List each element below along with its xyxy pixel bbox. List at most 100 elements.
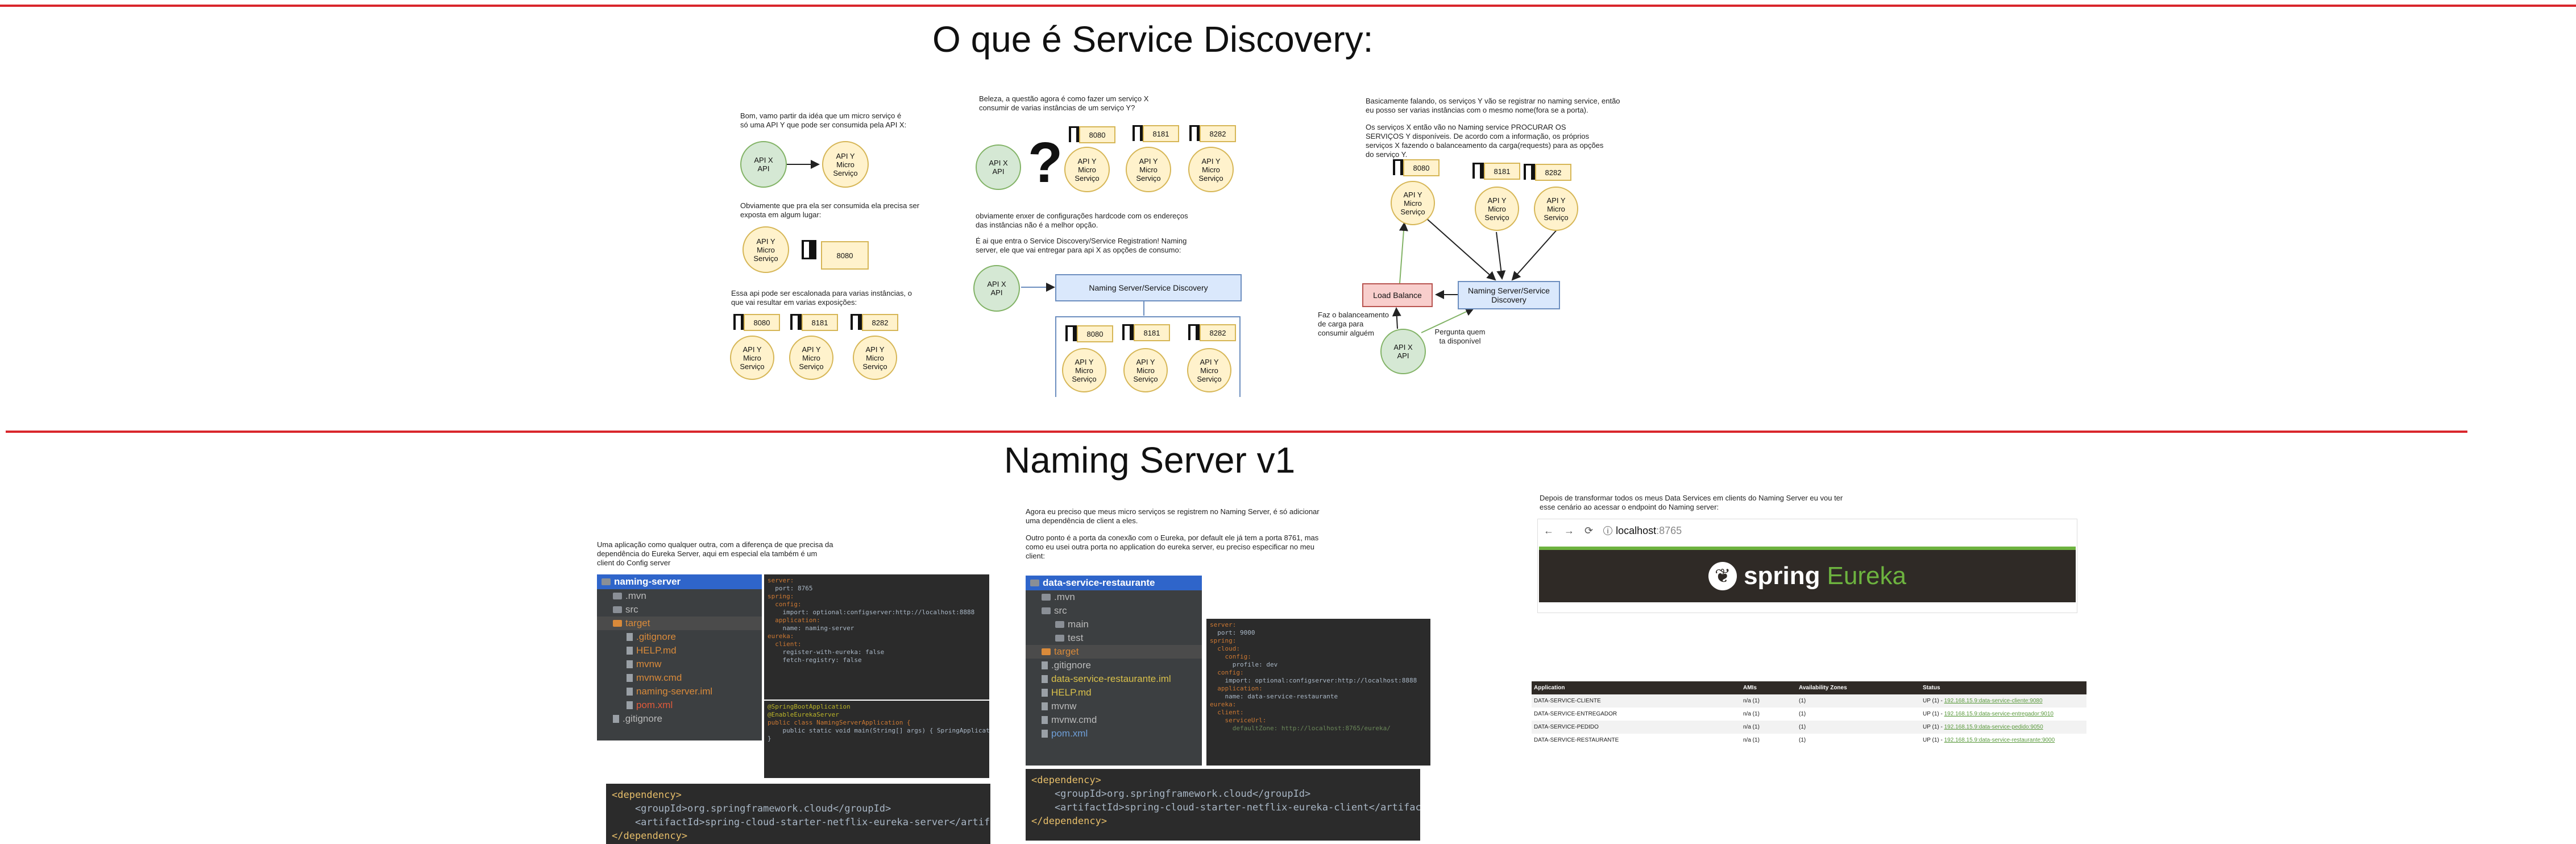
- forward-arrow-icon[interactable]: →: [1564, 524, 1574, 536]
- table-cell: UP (1) - 192.168.15.9:data-service-clien…: [1920, 694, 2086, 708]
- table-cell: UP (1) - 192.168.15.9:data-service-pedid…: [1920, 721, 2086, 734]
- tree-item[interactable]: data-service-restaurante.iml: [1026, 672, 1202, 686]
- port-8080: 8080: [821, 241, 869, 270]
- lb-note-text: Faz o balanceamento de carga para consum…: [1318, 311, 1389, 337]
- project-root[interactable]: data-service-restaurante: [1026, 576, 1202, 590]
- code-line: config:: [1210, 653, 1251, 660]
- tree-item[interactable]: .mvn: [597, 589, 762, 603]
- load-balance-box: Load Balance: [1362, 283, 1433, 307]
- api-x-label: API X API: [1393, 343, 1413, 360]
- table-cell: n/a (1): [1743, 711, 1760, 717]
- column-header: Status: [1920, 681, 2086, 694]
- api-y-label: API Y Micro Serviço: [1197, 357, 1222, 383]
- tree-item[interactable]: test: [1026, 631, 1202, 645]
- code-line: }: [768, 735, 771, 742]
- table-cell: (1): [1799, 737, 1806, 743]
- file-icon: [627, 674, 633, 682]
- tree-item-label: mvnw.cmd: [636, 672, 682, 683]
- eureka-desc: Depois de transformar todos os meus Data…: [1540, 494, 1843, 511]
- reload-icon[interactable]: ⟳: [1584, 524, 1594, 536]
- door-icon: [802, 240, 816, 259]
- code-line: server:: [1210, 621, 1237, 628]
- api-y-instance-node: API Y Micro Serviço: [1126, 147, 1171, 192]
- naming-server-box: Naming Server/Service Discovery: [1458, 281, 1560, 309]
- column-header: Application: [1532, 681, 1741, 694]
- xml-line: <groupId>org.springframework.cloud</grou…: [1031, 788, 1311, 800]
- url-host: localhost: [1616, 524, 1657, 536]
- col1-intro-text: Bom, vamo partir da idéa que um micro se…: [740, 111, 907, 129]
- tree-item-label: .gitignore: [1051, 660, 1091, 671]
- tree-item-label: .gitignore: [636, 631, 676, 642]
- tree-item[interactable]: src: [1026, 604, 1202, 618]
- instance-link[interactable]: 192.168.15.9:data-service-pedido:9050: [1944, 724, 2043, 730]
- tree-item-label: mvnw: [1051, 701, 1077, 711]
- project-root-label: naming-server: [614, 576, 681, 587]
- tree-item-label: mvnw.cmd: [1051, 714, 1097, 725]
- tree-item-label: naming-server.iml: [636, 686, 713, 697]
- code-line: name: data-service-restaurante: [1210, 693, 1338, 700]
- api-y-exposed-node: API Y Micro Serviço: [742, 226, 789, 273]
- tree-item[interactable]: mvnw.cmd: [597, 671, 762, 685]
- tree-item[interactable]: .gitignore: [597, 630, 762, 644]
- tree-item[interactable]: naming-server.iml: [597, 685, 762, 698]
- port-8282: 8282: [1200, 125, 1236, 142]
- back-arrow-icon[interactable]: ←: [1544, 524, 1554, 536]
- tree-item[interactable]: .gitignore: [597, 712, 762, 726]
- brand-spring: spring: [1744, 562, 1820, 590]
- api-y-instance-node: API Y Micro Serviço: [1123, 348, 1168, 392]
- door-icon: [1069, 126, 1080, 144]
- tree-item[interactable]: pom.xml: [597, 698, 762, 712]
- tree-item[interactable]: pom.xml: [1026, 727, 1202, 740]
- instance-link[interactable]: 192.168.15.9:data-service-entregador:901…: [1944, 711, 2054, 717]
- file-icon: [1042, 661, 1048, 669]
- instance-link[interactable]: 192.168.15.9:data-service-cliente:9080: [1944, 698, 2043, 704]
- instance-link[interactable]: 192.168.15.9:data-service-restaurante:90…: [1944, 737, 2055, 743]
- table-cell: DATA-SERVICE-PEDIDO: [1532, 721, 1741, 734]
- code-line: fetch-registry: false: [768, 656, 862, 664]
- api-x-label: API X API: [987, 280, 1006, 297]
- api-x-node: API X API: [976, 144, 1021, 190]
- api-y-label: API Y Micro Serviço: [862, 345, 887, 371]
- tree-item[interactable]: target: [1026, 645, 1202, 659]
- col3-search-text: Os serviços X então vão no Naming servic…: [1366, 123, 1604, 159]
- tree-item-label: .mvn: [625, 590, 646, 601]
- tree-item[interactable]: .gitignore: [1026, 659, 1202, 672]
- tree-item[interactable]: mvnw.cmd: [1026, 713, 1202, 727]
- api-x-node: API X API: [1380, 329, 1426, 374]
- tree-item[interactable]: mvnw: [597, 657, 762, 671]
- tree-item[interactable]: .mvn: [1026, 590, 1202, 604]
- tree-item-label: .gitignore: [623, 713, 662, 724]
- tree-item[interactable]: HELP.md: [597, 644, 762, 657]
- tree-item-label: data-service-restaurante.iml: [1051, 673, 1171, 684]
- table-row: DATA-SERVICE-RESTAURANTE n/a (1) (1) UP …: [1532, 734, 2086, 747]
- table-cell: (1): [1797, 721, 1920, 734]
- tree-item[interactable]: target: [597, 617, 762, 630]
- folder-icon: [613, 593, 622, 599]
- tree-item[interactable]: HELP.md: [1026, 686, 1202, 700]
- table-cell: DATA-SERVICE-ENTREGADOR: [1534, 711, 1617, 717]
- column-header: AMIs: [1741, 681, 1797, 694]
- file-icon: [1042, 730, 1048, 738]
- tree-item[interactable]: main: [1026, 618, 1202, 631]
- tree-item[interactable]: mvnw: [1026, 700, 1202, 713]
- table-header-row: Application AMIs Availability Zones Stat…: [1532, 681, 2086, 694]
- xml-line: </dependency>: [612, 830, 688, 842]
- ask-note-text: Pergunta quem ta disponível: [1434, 328, 1486, 345]
- brand-eureka: Eureka: [1827, 562, 1906, 590]
- slide2-title: Naming Server v1: [1004, 440, 1296, 481]
- code-line: register-with-eureka: false: [768, 648, 885, 656]
- code-line: cloud:: [1210, 645, 1240, 652]
- table-row: DATA-SERVICE-PEDIDO n/a (1) (1) UP (1) -…: [1532, 721, 2086, 734]
- project-root[interactable]: naming-server: [597, 574, 762, 589]
- folder-icon: [1055, 635, 1064, 642]
- xml-line: <artifactId>spring-cloud-starter-netflix…: [1031, 802, 1420, 813]
- naming-server-java: @SpringBootApplication@EnableEurekaServe…: [764, 701, 989, 778]
- api-x-label: API X API: [989, 159, 1008, 176]
- tree-item[interactable]: src: [597, 603, 762, 617]
- eureka-server-dependency: <dependency> <groupId>org.springframewor…: [606, 784, 990, 844]
- table-cell: UP (1) - 192.168.15.9:data-service-resta…: [1920, 734, 2086, 747]
